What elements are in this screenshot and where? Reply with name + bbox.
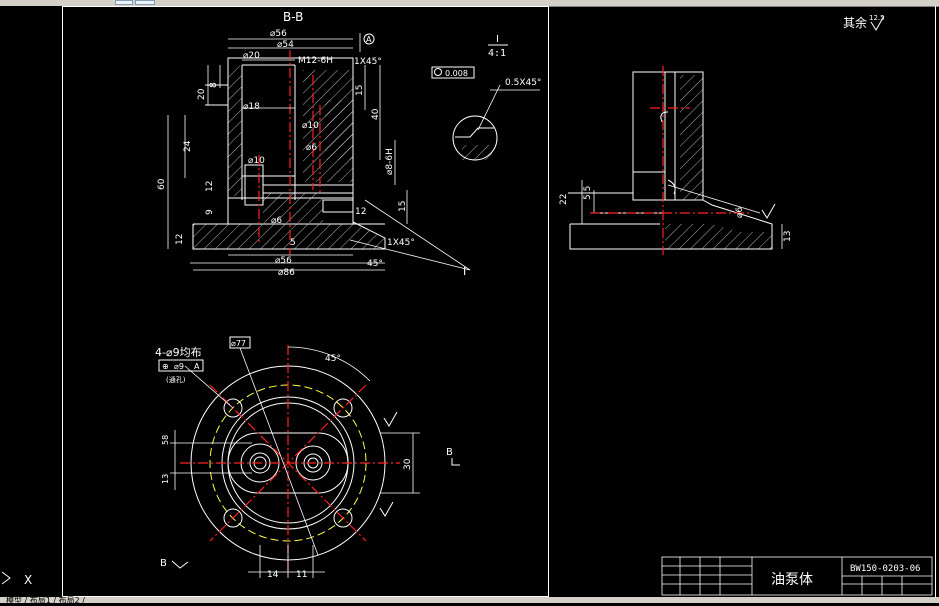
dim-d10b: ⌀10 [248,156,265,166]
dim-d86: ⌀86 [278,268,295,278]
dim-d56: ⌀56 [270,29,287,39]
dim-h8: 8 [209,82,219,88]
chamfer-main-top: 1X45° [354,57,382,67]
view-b-label-right: B [446,447,453,458]
ucs-icon [1,571,11,585]
dim-h12d: 12 [355,207,366,217]
dim-d13: 13 [161,474,170,484]
position-datum: A [194,362,200,371]
detail-scale: 4:1 [488,48,506,59]
plan-view: 4-⌀9均布 ⊕ ⌀9 A (通孔) ⌀77 45° 58 13 30 14 1… [155,336,460,580]
roughness-plan-icon [383,411,398,427]
leader-i-label: I [463,265,466,278]
part-name: 油泵体 [771,572,813,588]
dim-d18: ⌀18 [243,102,260,112]
roughness-plan-icon-2 [379,501,394,517]
chamfer-main: 1X45° [387,238,415,248]
dim-d56b: ⌀56 [275,256,292,266]
roughness-symbol-icon [870,15,885,31]
dim-h20: 20 [197,88,207,100]
cad-drawing: B-B [1,6,939,597]
position-tol: ⌀9 [174,362,184,371]
cylindricity-icon [434,68,442,76]
drawing-number: BW150-0203-06 [850,564,920,574]
dim-m12: M12-6H [298,56,333,66]
drawing-frame-left-edge [62,6,549,597]
dim-h60: 60 [157,178,167,190]
dim-h13-side: 13 [783,231,793,242]
chamfer-detail: 0.5X45° [505,78,541,88]
roughness-value: 12.5 [869,14,885,22]
layout-tabs-label[interactable]: 模型 / 布局1 / 布局2 / [6,596,85,605]
bolt-circle: ⌀77 [231,339,246,348]
title-block [661,556,933,596]
datum-a-symbol [363,33,375,45]
flatness-value: 0.008 [445,69,468,78]
toolbar-button-2[interactable] [135,0,155,5]
roughness-side-icon [761,203,776,219]
dim-d20: ⌀20 [243,51,260,61]
detail-label: I [496,34,499,45]
dim-d11: 11 [296,570,307,580]
bolt-circle-frame [229,336,251,349]
dim-h9: 9 [205,209,215,215]
dim-h12a: 12 [205,181,215,192]
dim-h5: 5 [290,238,296,248]
toolbar-strip [0,0,939,6]
datum-a-label: A [366,35,372,44]
dim-d54: ⌀54 [277,40,294,50]
toolbar-button-1[interactable] [115,0,133,5]
dim-d10a: ⌀10 [302,121,319,131]
dim-h30: 30 [403,458,413,470]
dim-d58: 58 [161,435,170,445]
detail-view-i: I 4:1 0.008 0.5X45° [431,34,541,161]
dim-h12b: 12 [175,234,185,245]
dim-h15b: 15 [398,201,408,212]
dim-h15a: 15 [355,85,365,96]
position-icon: ⊕ [162,362,169,371]
flatness-frame [431,66,475,79]
dim-h55: 5.5 [583,186,593,200]
holes-note: 4-⌀9均布 [155,346,202,359]
dim-h22: 22 [559,194,569,205]
dim-d8: ⌀8-6H [385,148,395,175]
drawing-canvas[interactable]: B-B [0,6,939,597]
roughness-note: 其余 [843,15,867,30]
dim-h45: 45° [367,259,383,269]
dim-d6b: ⌀6 [271,216,282,226]
angle-45: 45° [325,354,341,364]
layout-tabs[interactable]: 模型 / 布局1 / 布局2 / [0,596,939,605]
ucs-x-label: X [24,573,32,587]
dim-h24: 24 [183,140,193,152]
dim-d14: 14 [267,570,279,580]
dim-d6a: ⌀6 [306,143,317,153]
section-view-bb: B-B [157,10,471,278]
dim-d6c: ⌀6 [735,207,745,218]
dim-h40: 40 [371,108,381,120]
view-b-label-bottom: B [160,558,167,569]
side-view: 22 5.5 ⌀6 13 [559,66,793,255]
holes-sub: (通孔) [166,375,186,384]
section-label: B-B [283,10,303,24]
position-tol-frame [158,359,204,372]
